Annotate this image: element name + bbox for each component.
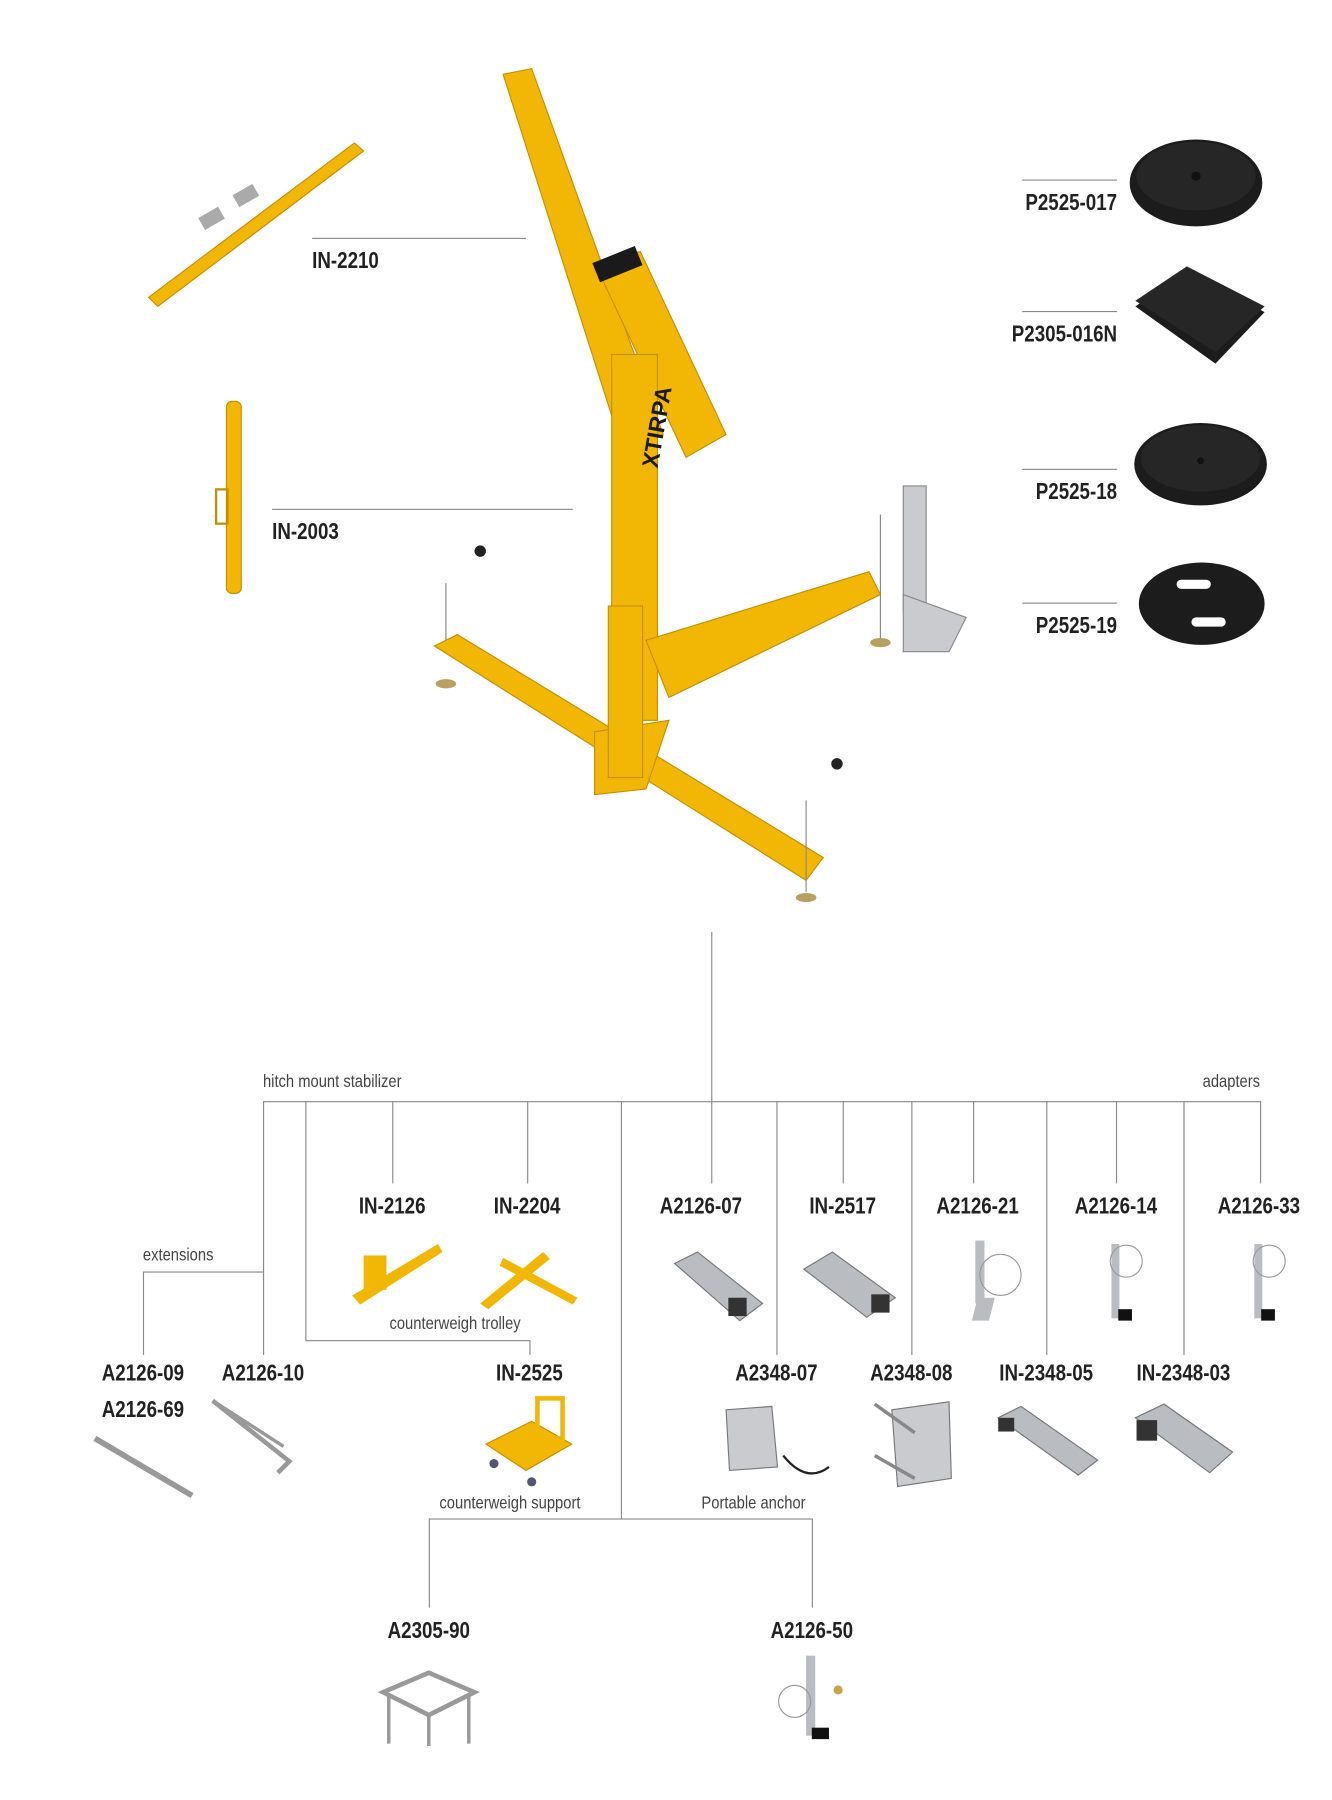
round-weight-image [1134,423,1267,506]
connector-line [527,1101,529,1184]
group-label-support: counterweigh support [439,1493,581,1514]
boom-image [147,142,365,308]
extension-frame-image [211,1398,293,1475]
part-label-in-2210: IN-2210 [312,248,379,274]
part-label-a2126-09: A2126-09 [101,1361,185,1387]
stabilizer-image [1109,1244,1143,1321]
group-label-anchor: Portable anchor [701,1493,806,1514]
slotted-weight-image [1138,562,1265,645]
hitch-adapter-image [673,1251,764,1322]
connector-line [620,1101,623,1519]
stabilizer-image [971,1240,1022,1321]
hitch-adapter-image [802,1251,897,1318]
yellow-trolley-image [480,1252,578,1310]
part-label-in-2003: IN-2003 [272,519,339,545]
leader-line [1022,311,1118,313]
connector-line [142,1271,145,1355]
receiver-image [1134,1403,1234,1474]
leader-line [1022,602,1118,604]
round-weight-image [1129,139,1263,227]
stabilizer-kit-image [778,1655,843,1740]
part-label-a2305-90: A2305-90 [387,1618,470,1644]
part-label-p2305-016n: P2305-016N [1011,321,1118,348]
connector-line [1046,1101,1048,1355]
extension-bar-image [93,1435,194,1499]
connector-line [1183,1101,1185,1355]
yellow-cart-image [484,1396,573,1487]
connector-line [973,1101,975,1184]
part-label-in-2525: IN-2525 [496,1361,563,1387]
connector-line [776,1101,778,1355]
connector-line [262,1101,265,1355]
mast-image [214,400,242,594]
part-label-p2525-017: P2525-017 [1025,190,1118,216]
part-label-in-2517: IN-2517 [809,1194,877,1220]
connector-line [428,1518,812,1520]
group-label-adapters: adapters [1202,1071,1261,1092]
group-label-hitch: hitch mount stabilizer [262,1071,402,1092]
part-label-a2348-07: A2348-07 [735,1361,818,1387]
group-label-trolley: counterweigh trolley [389,1314,521,1334]
part-label-a2126-69: A2126-69 [101,1397,185,1423]
connector-line [1260,1101,1262,1184]
part-label-a2348-08: A2348-08 [870,1361,953,1387]
stabilizer-image [1252,1244,1286,1321]
connector-line [811,1518,813,1608]
connector-line [305,1101,307,1341]
part-label-a2126-50: A2126-50 [770,1618,853,1644]
part-label-a2126-14: A2126-14 [1074,1194,1158,1220]
part-label-a2126-21: A2126-21 [936,1194,1019,1220]
part-label-in-2348-03: IN-2348-03 [1136,1361,1231,1387]
connector-line [392,1101,394,1184]
connector-line [262,1101,1261,1103]
support-frame-image [377,1670,480,1746]
connector-line [305,1340,530,1342]
connector-line [1115,1101,1118,1184]
part-label-in-2126: IN-2126 [358,1194,426,1220]
part-label-a2126-33: A2126-33 [1217,1194,1301,1220]
part-label-p2525-18: P2525-18 [1035,479,1118,505]
part-label-a2126-10: A2126-10 [221,1361,305,1387]
leader-line [1022,468,1118,470]
part-label-a2126-07: A2126-07 [659,1194,743,1220]
receiver-image [997,1405,1099,1476]
connector-line [911,1101,913,1355]
square-weight-image [1135,266,1265,364]
wall-anchor-image [873,1401,952,1488]
connector-line [711,931,713,1184]
connector-line [529,1340,531,1355]
part-label-in-2204: IN-2204 [493,1194,561,1220]
crane-image: XTIRPA [433,67,967,903]
group-label-extensions: extensions [142,1245,214,1266]
connector-line [842,1101,844,1184]
part-label-in-2348-05: IN-2348-05 [999,1361,1094,1387]
connector-line [142,1271,263,1273]
leader-line [1022,179,1118,181]
leader-line [312,237,526,239]
yellow-trolley-image [352,1244,443,1305]
anchor-plate-image [725,1405,830,1475]
connector-line [428,1518,430,1608]
leader-line [272,508,573,510]
part-label-p2525-19: P2525-19 [1035,613,1118,639]
